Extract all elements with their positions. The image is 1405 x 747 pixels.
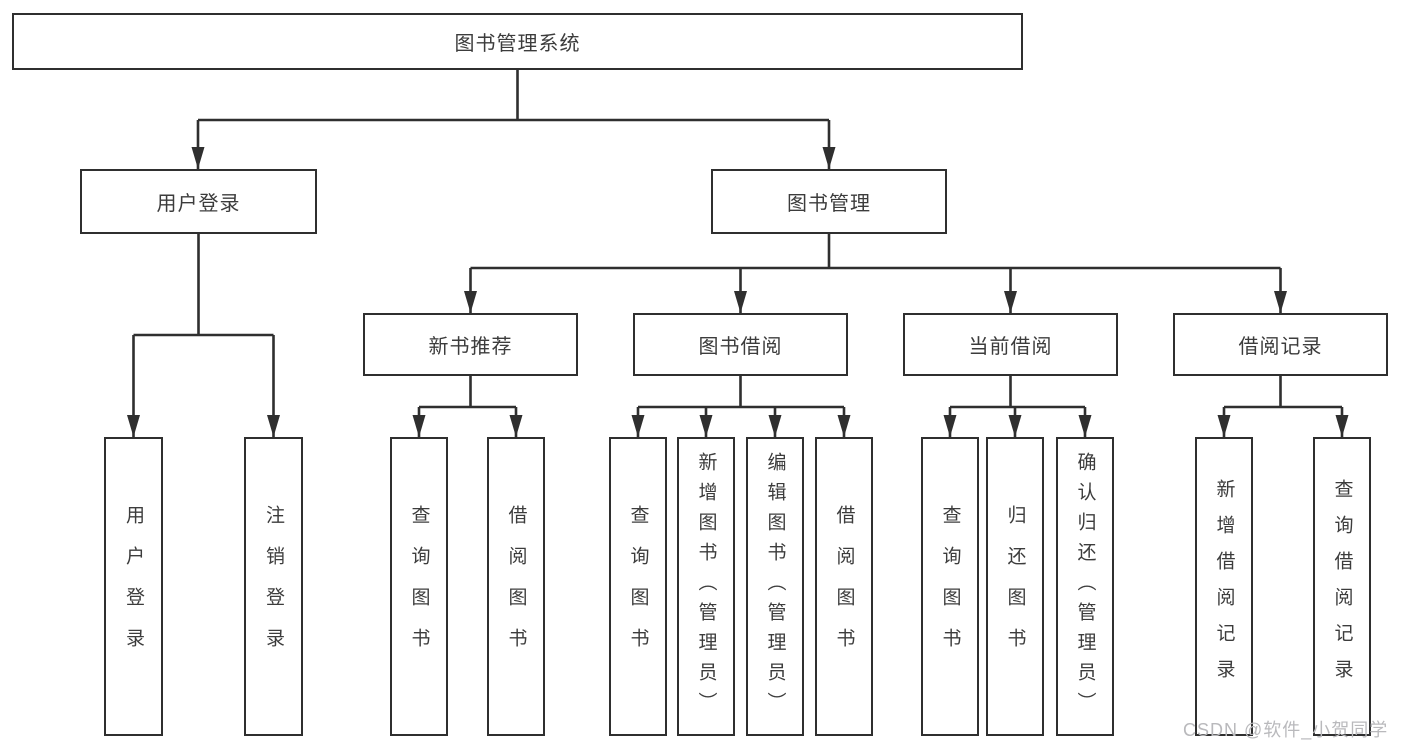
leaf-label: 注销登录 [263,504,284,669]
leaf-label: 查询借阅记录 [1331,478,1353,695]
leaf-query-books-current: 查询图书 [921,437,979,736]
leaf-label: 归还图书 [1004,504,1026,669]
node-borrowing-records: 借阅记录 [1173,313,1388,376]
connector-stems [133,70,1342,409]
node-library-management-system: 图书管理系统 [12,13,1023,70]
leaf-label: 查询图书 [939,504,961,669]
leaf-user-login: 用户登录 [104,437,163,736]
leaf-label: 新增图书（管理员） [695,451,717,722]
arrow-shafts [132,120,1344,437]
leaf-confirm-return-admin: 确认归还（管理员） [1056,437,1114,736]
leaf-label: 查询图书 [408,504,430,669]
arrowhead-icon [127,147,1349,437]
leaf-label: 借阅图书 [833,504,855,669]
leaf-query-borrow-record: 查询借阅记录 [1313,437,1371,736]
node-current-borrowing: 当前借阅 [903,313,1118,376]
leaf-edit-books-admin: 编辑图书（管理员） [746,437,804,736]
node-user-login: 用户登录 [80,169,317,234]
leaf-logout: 注销登录 [244,437,303,736]
node-book-management: 图书管理 [711,169,947,234]
leaf-query-books-rec: 查询图书 [390,437,448,736]
leaf-query-books-borrow: 查询图书 [609,437,667,736]
node-new-book-recommendation: 新书推荐 [363,313,578,376]
leaf-add-books-admin: 新增图书（管理员） [677,437,735,736]
leaf-return-books: 归还图书 [986,437,1044,736]
leaf-label: 确认归还（管理员） [1074,451,1096,722]
leaf-borrow-books: 借阅图书 [815,437,873,736]
leaf-label: 借阅图书 [505,504,527,669]
csdn-watermark: CSDN @软件_小贺同学 [1183,720,1389,740]
leaf-label: 用户登录 [123,504,144,669]
leaf-label: 编辑图书（管理员） [764,451,786,722]
leaf-borrow-books-rec: 借阅图书 [487,437,545,736]
node-book-borrowing: 图书借阅 [633,313,848,376]
leaf-label: 查询图书 [627,504,649,669]
leaf-add-borrow-record: 新增借阅记录 [1195,437,1253,736]
leaf-label: 新增借阅记录 [1213,478,1235,695]
